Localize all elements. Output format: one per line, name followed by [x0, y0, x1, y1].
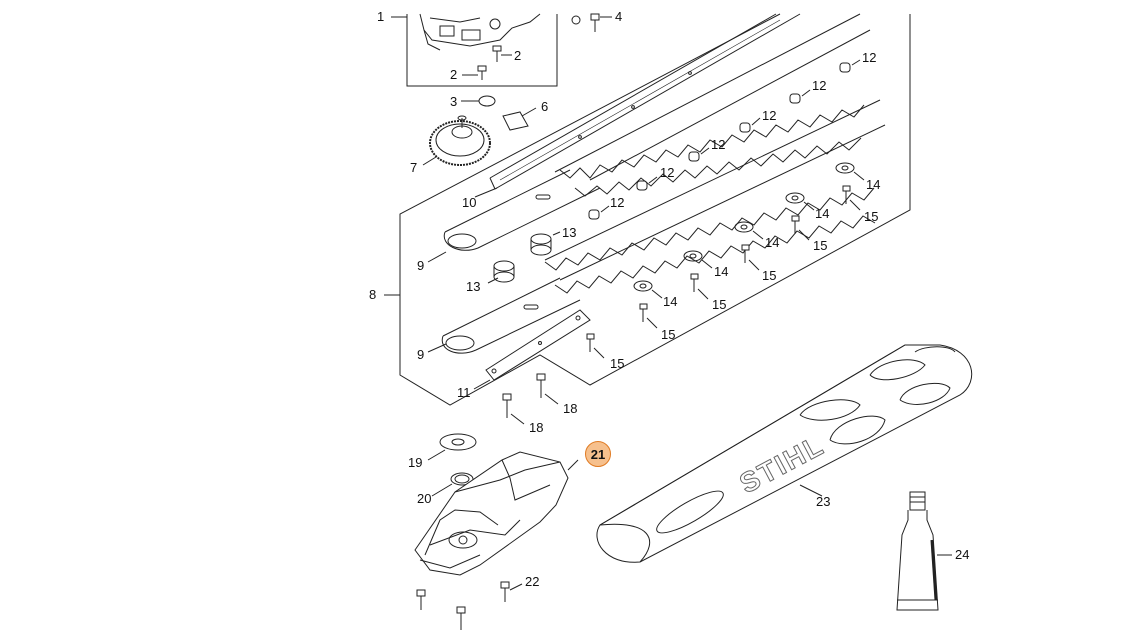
callout-21-highlight[interactable]: 21 — [585, 441, 611, 467]
connecting-rod-9-upper — [427, 169, 601, 263]
callout-18-a: 18 — [563, 401, 578, 416]
callout-15-d: 15 — [712, 297, 727, 312]
callout-19: 19 — [408, 455, 423, 470]
callout-1: 1 — [377, 9, 385, 24]
callout-7: 7 — [410, 160, 418, 175]
gear-7 — [422, 115, 491, 166]
callout-9-upper: 9 — [417, 258, 425, 273]
callout-23: 23 — [816, 494, 831, 509]
blade-assembly-frame — [399, 13, 911, 406]
callout-15-c: 15 — [762, 268, 777, 283]
housing-cover-21 — [414, 451, 579, 576]
callout-18-b: 18 — [529, 420, 544, 435]
callout-12-f: 12 — [610, 195, 625, 210]
callout-20: 20 — [417, 491, 432, 506]
gearbox-housing — [419, 13, 541, 51]
strip-11 — [473, 309, 591, 390]
upper-cutter-blade — [554, 13, 871, 197]
callout-22: 22 — [525, 574, 540, 589]
callout-12-b: 12 — [812, 78, 827, 93]
callout-13-lower: 13 — [466, 279, 481, 294]
bushing-13-lower — [487, 260, 515, 284]
screw-4 — [571, 13, 612, 32]
callout-12-a: 12 — [862, 50, 877, 65]
callout-14-a: 14 — [866, 177, 881, 192]
callout-12-e: 12 — [660, 165, 675, 180]
grease-tube-24 — [896, 491, 952, 611]
plate-6 — [502, 111, 529, 131]
connecting-rod-9-lower — [427, 277, 581, 354]
callout-14-d: 14 — [714, 264, 729, 279]
screws-18 — [502, 373, 559, 425]
callout-10: 10 — [462, 195, 477, 210]
screw-2-lower — [462, 65, 487, 80]
callout-2-lower: 2 — [450, 67, 458, 82]
callout-12-d: 12 — [711, 137, 726, 152]
callout-15-b: 15 — [813, 238, 828, 253]
callout-14-b: 14 — [815, 206, 830, 221]
callout-9-lower: 9 — [417, 347, 425, 362]
sleeves-12 — [588, 59, 861, 220]
callout-14-e: 14 — [663, 294, 678, 309]
washers-14 — [633, 162, 865, 299]
callout-2-upper: 2 — [514, 48, 522, 63]
bushing-13-upper — [530, 231, 561, 256]
callout-12-c: 12 — [762, 108, 777, 123]
callout-15-f: 15 — [610, 356, 625, 371]
lower-cutter-blade — [544, 99, 886, 294]
screws-22 — [416, 581, 523, 630]
callout-3: 3 — [450, 94, 458, 109]
callout-24: 24 — [955, 547, 970, 562]
callout-13-upper: 13 — [562, 225, 577, 240]
gearbox-inset-frame — [406, 14, 558, 87]
callout-15-a: 15 — [864, 209, 879, 224]
blade-sheath-23 — [596, 344, 973, 563]
callout-6: 6 — [541, 99, 549, 114]
guide-bar-10 — [474, 13, 801, 198]
callout-4: 4 — [615, 9, 623, 24]
washer-19 — [427, 433, 477, 461]
screw-2-upper — [492, 45, 512, 62]
screws-15 — [586, 185, 861, 359]
callout-11: 11 — [457, 385, 471, 400]
ring-20 — [431, 472, 474, 497]
callout-8: 8 — [369, 287, 377, 302]
callout-15-e: 15 — [661, 327, 676, 342]
callout-14-c: 14 — [765, 235, 780, 250]
circlip-3 — [478, 95, 496, 107]
